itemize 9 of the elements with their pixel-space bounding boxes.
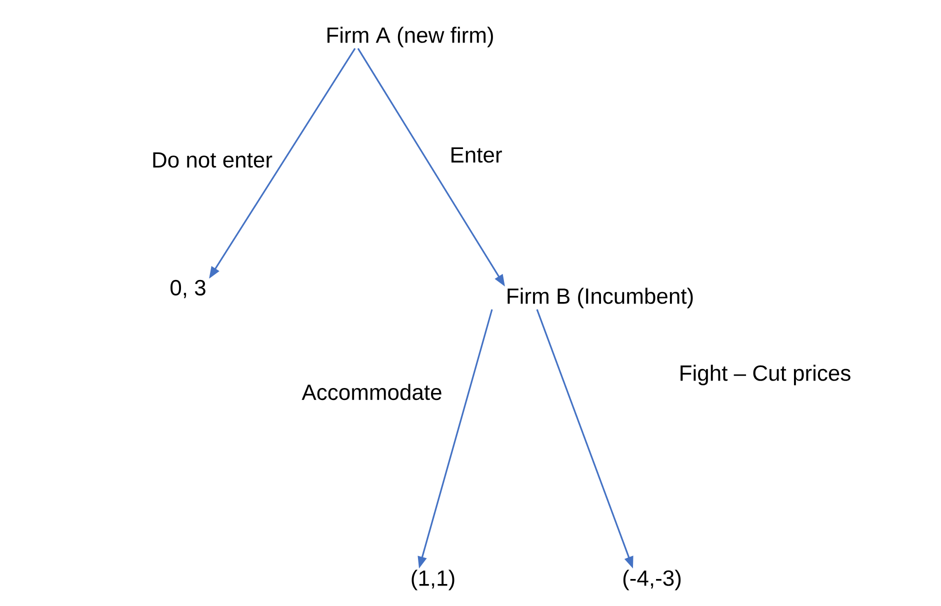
edge-label: Do not enter [150, 151, 274, 169]
node-label: 0, 3 [170, 280, 206, 298]
edge-label: Fight – Cut prices [678, 364, 852, 386]
node-label: (-4,-3) [623, 570, 681, 590]
node-label: (1,1) [412, 570, 454, 590]
node-label: Firm B (Incumbent) [508, 288, 693, 308]
edge-label: Accommodate [300, 382, 444, 402]
edge-label: Enter [448, 146, 504, 164]
node-label: Firm A (new firm) [327, 26, 493, 48]
